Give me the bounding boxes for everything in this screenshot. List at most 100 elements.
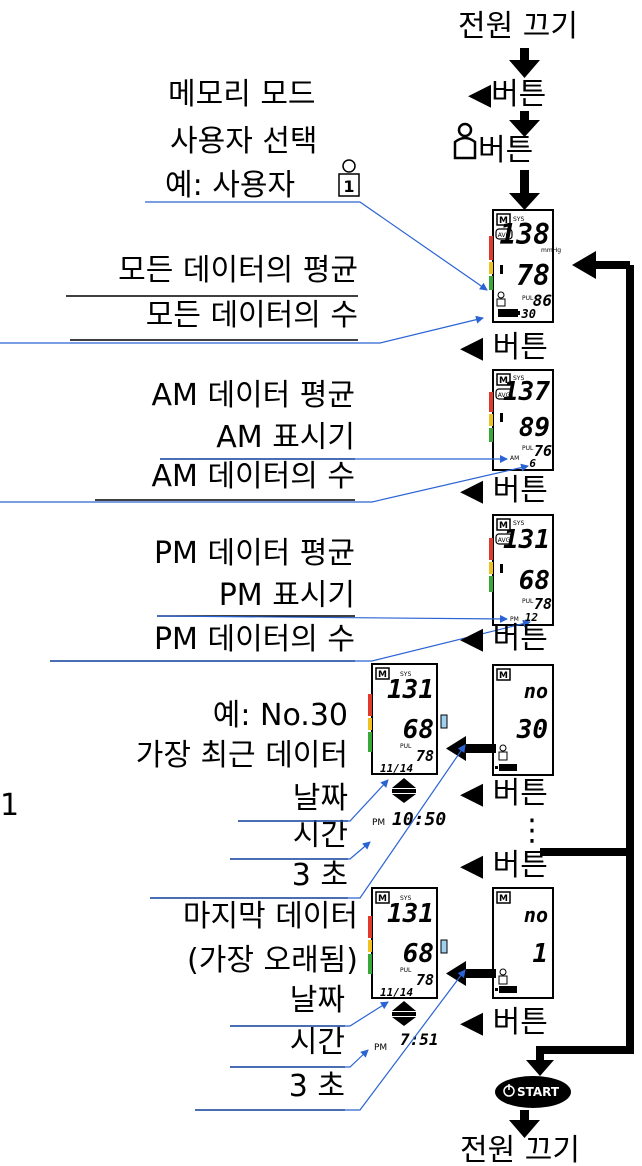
lcd-dia-value: 78 [516,259,550,292]
lcd-rec1-time: 7:51 [400,1030,439,1049]
user-select-label: 사용자 선택 [170,124,318,159]
lcd-rec30-ampm: PM [372,818,385,828]
side-number-label: 1 [0,788,19,823]
lcd-am-count: 6 [529,457,536,470]
start-arrowhead [526,1060,554,1076]
annotation-line-am-count [0,463,529,503]
oldest-label: (가장 오래됨) [187,943,358,978]
lcd-no-text: no [524,679,548,703]
down-arrow-3 [509,170,540,210]
lcd-am-pul: 76 [534,442,552,460]
annotation-line-pm-count [50,619,531,662]
user-icon [453,122,477,160]
lcd-no1-num: 1 [532,939,548,969]
start-button[interactable]: START [495,1076,571,1108]
last-data-label: 마지막 데이터 [183,899,358,934]
left-arrow-2 [446,961,496,986]
svg-text:M: M [378,894,387,904]
lcd-sys-value: 138 [499,218,550,251]
bp-bar-yellow [489,262,493,274]
three-sec-label-1: 3 초 [292,858,348,893]
am-indicator-label: AM 표시기 [216,420,355,455]
user-example-label: 예: 사용자 [165,168,295,203]
bp-bar-red [489,236,493,260]
svg-text:PUL: PUL [400,743,412,750]
start-button-label: START [517,1085,560,1099]
date-label-2: 날짜 [290,983,345,1018]
lcd-rec1-sys: 131 [387,899,434,929]
lcd-screen-pm: M AVG SYS 131 68 PUL 78 PM 12 [489,514,554,626]
lcd-count-value: 30 [521,307,536,321]
annotation-line-date-2 [230,1001,389,1027]
date-label-1: 날짜 [293,781,348,816]
time-label-1: 시간 [293,818,348,853]
lcd-pm-sys: 131 [503,525,550,555]
left-arrow-1 [446,736,496,761]
annotation-line-time-2 [230,1049,369,1068]
lcd-pm-pul: 78 [534,595,552,613]
lcd-screen-am: M AVG SYS 137 89 PUL 76 AM 6 [489,369,554,471]
lcd-rec1-dia: 68 [403,939,434,969]
lcd-pul-value: 86 [533,291,553,310]
lcd-rec30-date: 11/14 [380,762,413,775]
lcd-screen-record1: M SYS 131 68 PUL 78 11/14 [368,887,448,999]
toggle-double-arrow-2 [392,1001,416,1026]
down-arrow-1 [509,48,540,78]
bp-bar-green [489,276,493,290]
svg-text:M: M [378,670,387,680]
lcd-rec30-time: 10:50 [392,809,446,830]
lcd-rec30-sys: 131 [387,675,434,705]
ellipsis-mark: ⋮ [517,813,547,848]
lcd-am-dia: 89 [519,413,550,443]
count-all-label: 모든 데이터의 수 [146,298,358,333]
down-arrow-2 [509,111,540,137]
user-button-step: 버튼 [478,133,533,168]
pm-avg-label: PM 데이터 평균 [154,536,355,571]
svg-text:M: M [499,521,508,531]
button-label-1: ◀ 버튼 [460,330,548,365]
lcd-screen-no30: M no 30 [492,664,554,776]
loop-back-arrowhead [572,251,596,279]
svg-text:SYS: SYS [513,520,524,527]
annotation-line-date-1 [238,779,389,822]
lcd-am-tag: AM [510,455,519,462]
lcd-rec1-date: 11/14 [380,986,413,999]
user-one-icon: 1 [338,159,360,197]
three-sec-label-2: 3 초 [289,1069,345,1104]
lcd-avg-icon: AVG [498,232,511,239]
lcd-user-icon [496,291,506,307]
lcd-screen-all: M AVG SYS 138 mmHg 78 PUL 86 30 [489,209,561,323]
memory-mode-label: 메모리 모드 [168,77,316,112]
left-button-step: ◀버튼 [468,77,546,112]
down-arrow-4 [509,1110,540,1138]
svg-text:AVG: AVG [498,537,511,544]
lcd-screen-no1: M no 1 [492,887,554,999]
lcd-no30-num: 30 [516,715,548,745]
svg-text:PUL: PUL [400,967,412,974]
svg-text:M: M [499,376,508,386]
svg-text:SYS: SYS [400,671,411,678]
button-label-3: ◀ 버튼 [460,621,548,656]
lcd-rec30-pul: 78 [416,747,434,765]
annotation-line-count-all [0,315,484,344]
am-avg-label: AM 데이터 평균 [152,378,355,413]
pm-indicator-label: PM 표시기 [219,578,355,613]
button-label-2: ◀ 버튼 [460,473,548,508]
top-power-off-label: 전원 끄기 [458,9,578,44]
battery-icon [498,309,518,317]
am-count-label: AM 데이터의 수 [152,459,355,494]
annotation-line-3s-1 [150,744,466,899]
lcd-pul-label: PUL [522,295,534,302]
bottom-power-off-label: 전원 끄기 [460,1133,580,1166]
lcd-sys-label: SYS [513,216,524,223]
svg-text:1: 1 [343,177,354,196]
lcd-rec30-dia: 68 [403,715,434,745]
svg-text:PUL: PUL [522,445,534,452]
lcd-mmhg-label: mmHg [541,247,561,254]
button-label-5: ◀ 버튼 [460,848,548,883]
lcd-rec1-pul: 78 [416,971,434,989]
svg-text:PUL: PUL [522,598,534,605]
lcd-am-sys: 137 [503,377,550,407]
lcd-rec1-ampm: PM [374,1043,387,1053]
